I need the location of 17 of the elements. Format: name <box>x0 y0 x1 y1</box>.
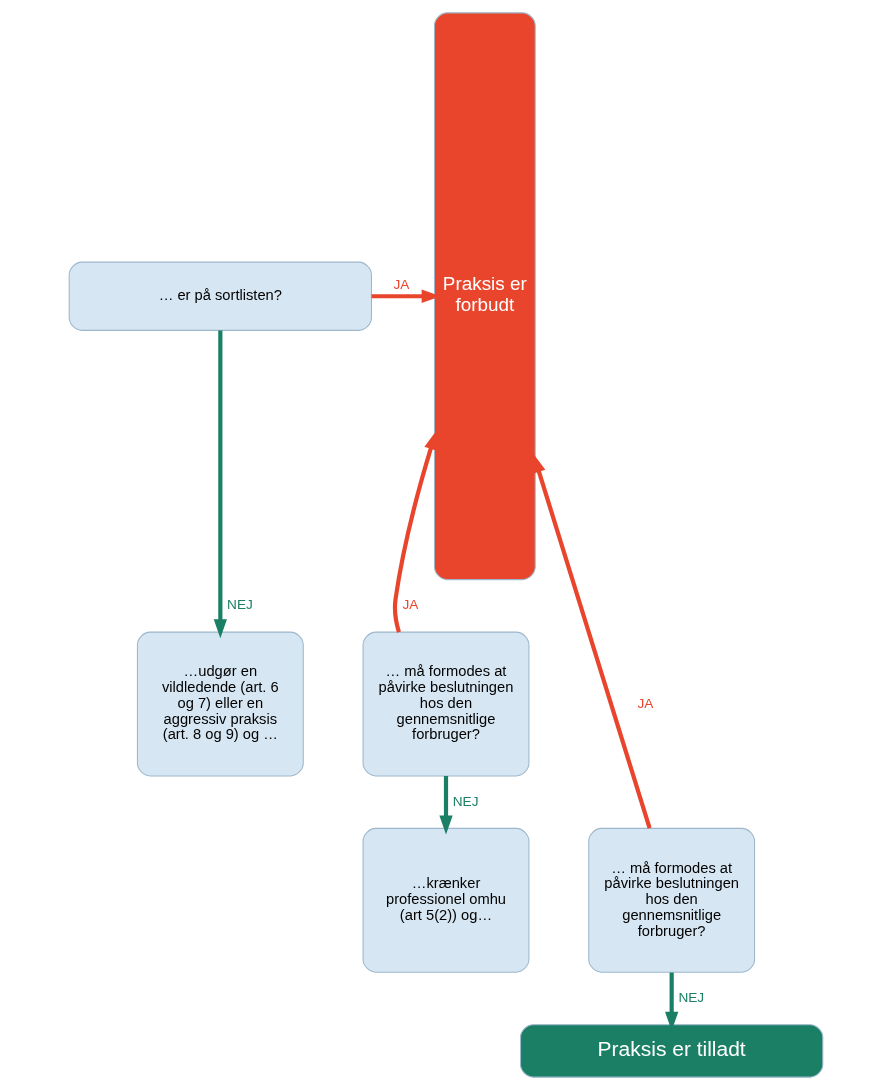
arrow <box>392 430 437 633</box>
node-box: … må formodes at påvirke beslutningen hos den gennemsnitlige forbruger? <box>362 631 529 777</box>
arrow <box>532 453 652 829</box>
node-box: Praksis er tilladt <box>519 1024 823 1078</box>
node-box: … er på sortlisten? <box>68 261 372 331</box>
edge-label: JA <box>637 695 653 711</box>
node-box: … må formodes at påvirke beslutningen hos den gennemsnitlige forbruger? <box>587 827 755 973</box>
edge-label: NEJ <box>677 989 704 1005</box>
edge-label: NEJ <box>226 597 253 613</box>
node-box: Praksis er forbudt <box>433 12 536 581</box>
edge-label: JA <box>392 277 409 293</box>
edge-label: NEJ <box>452 793 478 809</box>
arrow <box>438 776 453 835</box>
arrow <box>213 330 227 639</box>
edge-label: JA <box>401 597 418 613</box>
node-box: …udgør en vildledende (art. 6 og 7) eller en aggressiv praksis (art. 8 og 9) og … <box>136 631 304 777</box>
node-box: …krænker professionel omhu (art 5(2)) og… <box>362 827 529 973</box>
